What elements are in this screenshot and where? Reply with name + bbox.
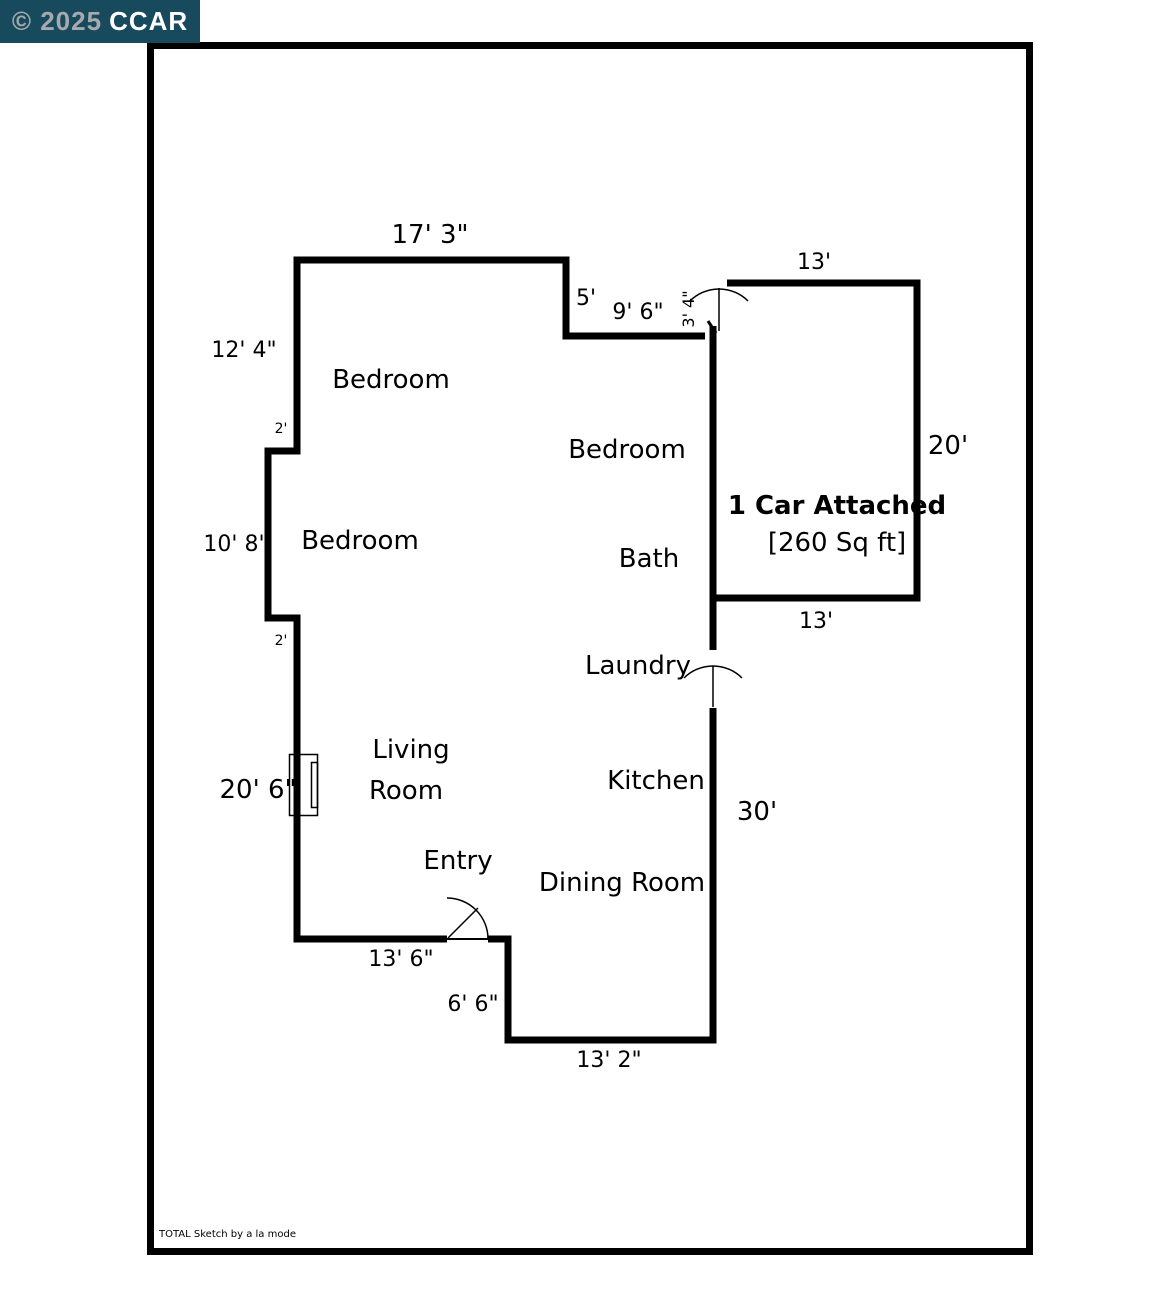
dim-bottom-step: 6' 6" — [447, 992, 499, 1017]
watermark-copyright: © 2025 — [11, 6, 103, 36]
room-label-entry: Entry — [423, 846, 493, 876]
dim-step-horizontal: 9' 6" — [612, 300, 664, 325]
room-label-bedroom-left: Bedroom — [301, 526, 419, 556]
room-label-laundry: Laundry — [585, 651, 691, 681]
room-label-living-line1: Living — [372, 735, 450, 765]
garage-title: 1 Car Attached — [727, 491, 947, 521]
room-label-bedroom-top: Bedroom — [332, 365, 450, 395]
dim-step-vertical: 5' — [575, 286, 597, 311]
dim-notch-lower: 2' — [274, 633, 288, 649]
garage-door-arc — [689, 288, 749, 302]
entry-door-swing — [446, 897, 489, 940]
dim-garage-right: 20' — [927, 431, 969, 461]
dim-bottom-left: 13' 6" — [368, 947, 434, 972]
room-label-living-line2: Room — [368, 776, 444, 806]
watermark-badge: © 2025 CCAR — [0, 0, 200, 43]
watermark-org: CCAR — [109, 6, 189, 36]
dim-garage-door: 3' 4" — [679, 290, 698, 328]
dim-left-middle: 10' 8" — [203, 532, 269, 557]
room-label-bedroom-right: Bedroom — [568, 435, 686, 465]
laundry-door-swing — [683, 665, 743, 707]
laundry-door-arc — [683, 665, 743, 679]
entry-door-leaf — [447, 907, 479, 939]
room-label-kitchen: Kitchen — [607, 766, 705, 796]
dim-top-wall: 17' 3" — [391, 220, 469, 250]
garage-area: [260 Sq ft] — [767, 528, 907, 558]
garage-walls — [710, 279, 921, 602]
window-inner — [310, 761, 319, 809]
room-label-bath: Bath — [618, 544, 680, 574]
garage-door-swing — [689, 288, 749, 334]
plan-border — [147, 42, 1033, 1255]
dim-garage-top: 13' — [796, 250, 832, 275]
dim-right-wall: 30' — [736, 797, 778, 827]
dim-garage-bottom: 13' — [798, 609, 834, 634]
dim-notch-upper: 2' — [274, 421, 288, 437]
sketch-credit: TOTAL Sketch by a la mode — [159, 1229, 296, 1240]
garage-door-jamb — [706, 320, 718, 334]
window-symbol — [288, 753, 319, 817]
dim-bottom-right: 13' 2" — [576, 1048, 642, 1073]
dim-left-lower: 20' 6" — [219, 775, 297, 805]
dim-left-upper: 12' 4" — [211, 338, 277, 363]
room-label-dining: Dining Room — [538, 868, 706, 898]
